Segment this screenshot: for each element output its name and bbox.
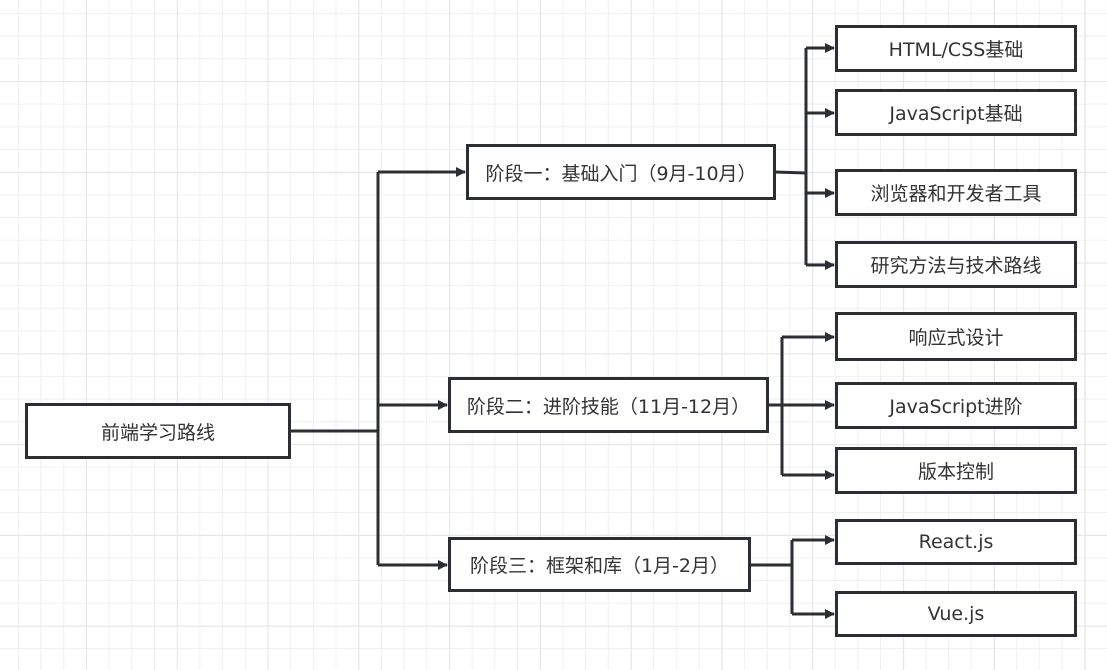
topic-node-label: 研究方法与技术路线 [870, 255, 1042, 277]
topic-node-javascript-advanced[interactable]: JavaScript进阶 [835, 382, 1077, 429]
root-node-label: 前端学习路线 [100, 421, 215, 444]
topic-node-html-css[interactable]: HTML/CSS基础 [835, 25, 1077, 72]
stage1-node-label: 阶段一：基础入门（9月-10月） [485, 162, 757, 185]
topic-node-label: 浏览器和开发者工具 [870, 183, 1042, 205]
stage3-node-label: 阶段三：框架和库（1月-2月） [469, 555, 730, 577]
stage2-node-label: 阶段二：进阶技能（11月-12月） [466, 395, 751, 418]
topic-node-version-control[interactable]: 版本控制 [835, 447, 1077, 494]
topic-node-label: 版本控制 [917, 461, 994, 483]
connector-stage1-trunk [774, 170, 807, 175]
topic-node-label: React.js [918, 531, 994, 553]
topic-node-react[interactable]: React.js [835, 519, 1077, 565]
topic-node-label: 响应式设计 [908, 327, 1004, 349]
topic-node-responsive-design[interactable]: 响应式设计 [835, 312, 1077, 361]
stage1-node[interactable]: 阶段一：基础入门（9月-10月） [466, 144, 776, 200]
topic-node-label: Vue.js [927, 603, 985, 625]
topic-node-label: JavaScript进阶 [889, 396, 1023, 418]
topic-node-javascript-basics[interactable]: JavaScript基础 [835, 89, 1077, 136]
root-node[interactable]: 前端学习路线 [25, 403, 291, 459]
topic-node-browser-devtools[interactable]: 浏览器和开发者工具 [835, 169, 1077, 216]
topic-node-research-methods[interactable]: 研究方法与技术路线 [835, 241, 1077, 288]
topic-node-vue[interactable]: Vue.js [835, 591, 1077, 637]
stage3-node[interactable]: 阶段三：框架和库（1月-2月） [448, 537, 751, 592]
stage2-node[interactable]: 阶段二：进阶技能（11月-12月） [448, 377, 769, 433]
topic-node-label: JavaScript基础 [889, 103, 1023, 125]
topic-node-label: HTML/CSS基础 [888, 39, 1024, 61]
